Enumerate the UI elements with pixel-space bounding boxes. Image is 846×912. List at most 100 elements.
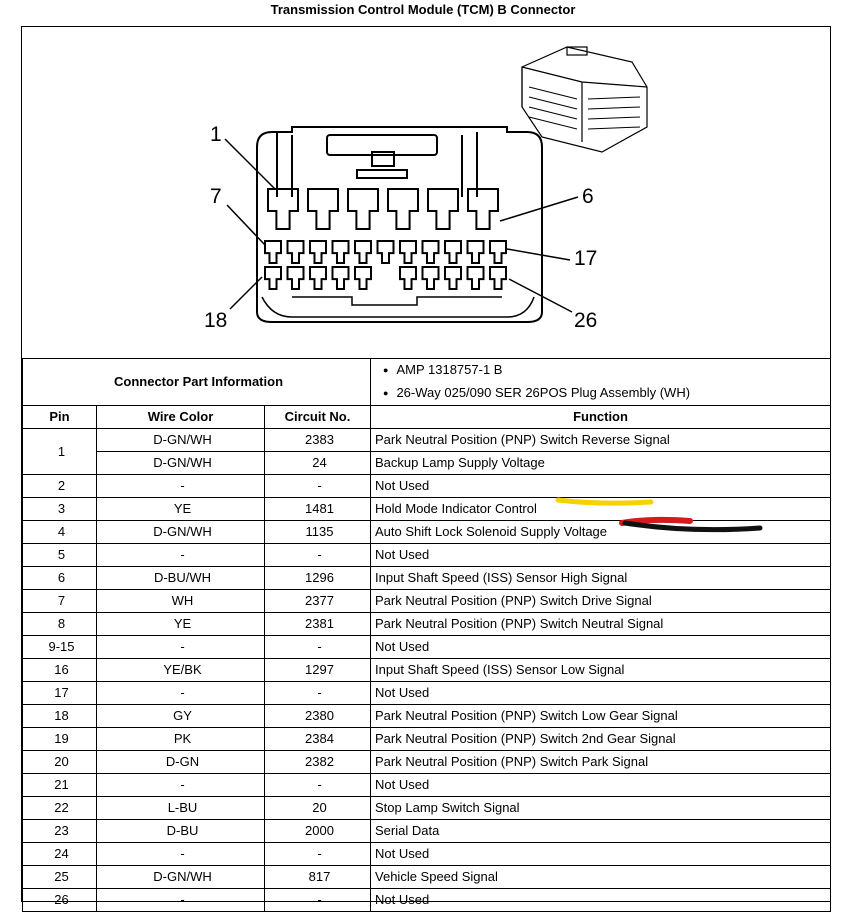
pin-callout-26: 26	[574, 309, 598, 332]
circuit-cell: 2384	[263, 727, 372, 751]
pin-callout-1: 1	[210, 123, 222, 146]
circuit-cell: -	[263, 543, 372, 567]
cavity	[489, 240, 507, 264]
wire-color-cell: -	[96, 681, 265, 705]
connector-info-item: AMP 1318757-1 B	[375, 360, 830, 383]
pin-cell: 3	[22, 497, 97, 521]
circuit-cell: -	[263, 635, 372, 659]
circuit-cell: 2382	[263, 750, 372, 774]
table-row: 24--Not Used	[22, 842, 832, 866]
wire-color-cell: D-BU/WH	[96, 566, 265, 590]
function-cell: Park Neutral Position (PNP) Switch 2nd G…	[370, 727, 832, 751]
pin-cell: 21	[22, 773, 97, 797]
cavity	[466, 266, 485, 290]
cavity	[331, 266, 350, 290]
pin-cell: 24	[22, 842, 97, 866]
table-row: 2--Not Used	[22, 474, 832, 498]
function-cell: Auto Shift Lock Solenoid Supply Voltage	[370, 520, 832, 544]
function-cell: Vehicle Speed Signal	[370, 865, 832, 889]
wire-color-cell: D-GN	[96, 750, 265, 774]
pin-cell: 26	[22, 888, 97, 912]
column-header-pin: Pin	[22, 405, 97, 429]
cavity	[267, 188, 299, 230]
wire-color-cell: L-BU	[96, 796, 265, 820]
function-cell: Stop Lamp Switch Signal	[370, 796, 832, 820]
pin-cell: 16	[22, 658, 97, 682]
connector-info-list: AMP 1318757-1 B 26-Way 025/090 SER 26POS…	[370, 358, 832, 406]
wire-color-cell: D-GN/WH	[96, 520, 265, 544]
wire-color-cell: PK	[96, 727, 265, 751]
pin-callout-7: 7	[210, 185, 222, 208]
page-title: Transmission Control Module (TCM) B Conn…	[270, 2, 576, 17]
function-cell: Not Used	[370, 681, 832, 705]
wire-color-cell: -	[96, 474, 265, 498]
circuit-cell: -	[263, 773, 372, 797]
circuit-cell: 2381	[263, 612, 372, 636]
cavity	[354, 266, 372, 290]
circuit-cell: 1296	[263, 566, 372, 590]
pin-cell: 7	[22, 589, 97, 613]
pin-cell: 5	[22, 543, 97, 567]
wire-color-cell: YE	[96, 497, 265, 521]
function-cell: Park Neutral Position (PNP) Switch Park …	[370, 750, 832, 774]
wire-color-cell: D-BU	[96, 819, 265, 843]
function-cell: Park Neutral Position (PNP) Switch Drive…	[370, 589, 832, 613]
pin-cell: 18	[22, 704, 97, 728]
circuit-cell: 1297	[263, 658, 372, 682]
pin-cell: 20	[22, 750, 97, 774]
wire-color-cell: -	[96, 773, 265, 797]
cavity	[427, 188, 459, 230]
function-cell: Hold Mode Indicator Control	[370, 497, 832, 521]
function-cell: Park Neutral Position (PNP) Switch Low G…	[370, 704, 832, 728]
function-cell: Serial Data	[370, 819, 832, 843]
pin-cell: 17	[22, 681, 97, 705]
column-header-wire-color: Wire Color	[96, 405, 265, 429]
circuit-cell: 817	[263, 865, 372, 889]
cavity	[466, 240, 485, 264]
circuit-cell: -	[263, 842, 372, 866]
wire-color-cell: D-GN/WH	[96, 865, 265, 889]
function-cell: Backup Lamp Supply Voltage	[370, 451, 832, 475]
function-cell: Input Shaft Speed (ISS) Sensor Low Signa…	[370, 658, 832, 682]
circuit-cell: 24	[263, 451, 372, 475]
pin-cell: 8	[22, 612, 97, 636]
circuit-cell: 2377	[263, 589, 372, 613]
table-row: 21--Not Used	[22, 773, 832, 797]
function-cell: Park Neutral Position (PNP) Switch Rever…	[370, 428, 832, 452]
cavity	[444, 266, 462, 290]
table-row: 17--Not Used	[22, 681, 832, 705]
circuit-cell: 1135	[263, 520, 372, 544]
pin-cell: 23	[22, 819, 97, 843]
cavity	[309, 266, 327, 290]
wire-color-cell: -	[96, 888, 265, 912]
circuit-cell: 2380	[263, 704, 372, 728]
pinout-table: Connector Part Information AMP 1318757-1…	[21, 358, 832, 912]
circuit-cell: -	[263, 681, 372, 705]
cavity	[376, 240, 395, 264]
function-cell: Not Used	[370, 474, 832, 498]
pin-cell: 19	[22, 727, 97, 751]
function-cell: Not Used	[370, 543, 832, 567]
cavity	[399, 240, 417, 264]
column-header-function: Function	[370, 405, 832, 429]
connector-face-drawing	[224, 46, 648, 323]
cavity	[347, 188, 379, 230]
pin-cell: 9-15	[22, 635, 97, 659]
circuit-cell: 1481	[263, 497, 372, 521]
circuit-cell: -	[263, 474, 372, 498]
function-cell: Not Used	[370, 842, 832, 866]
function-cell: Park Neutral Position (PNP) Switch Neutr…	[370, 612, 832, 636]
pin-cell: 6	[22, 566, 97, 590]
connector-diagram: 1 7 18 6 17 26	[22, 27, 830, 358]
